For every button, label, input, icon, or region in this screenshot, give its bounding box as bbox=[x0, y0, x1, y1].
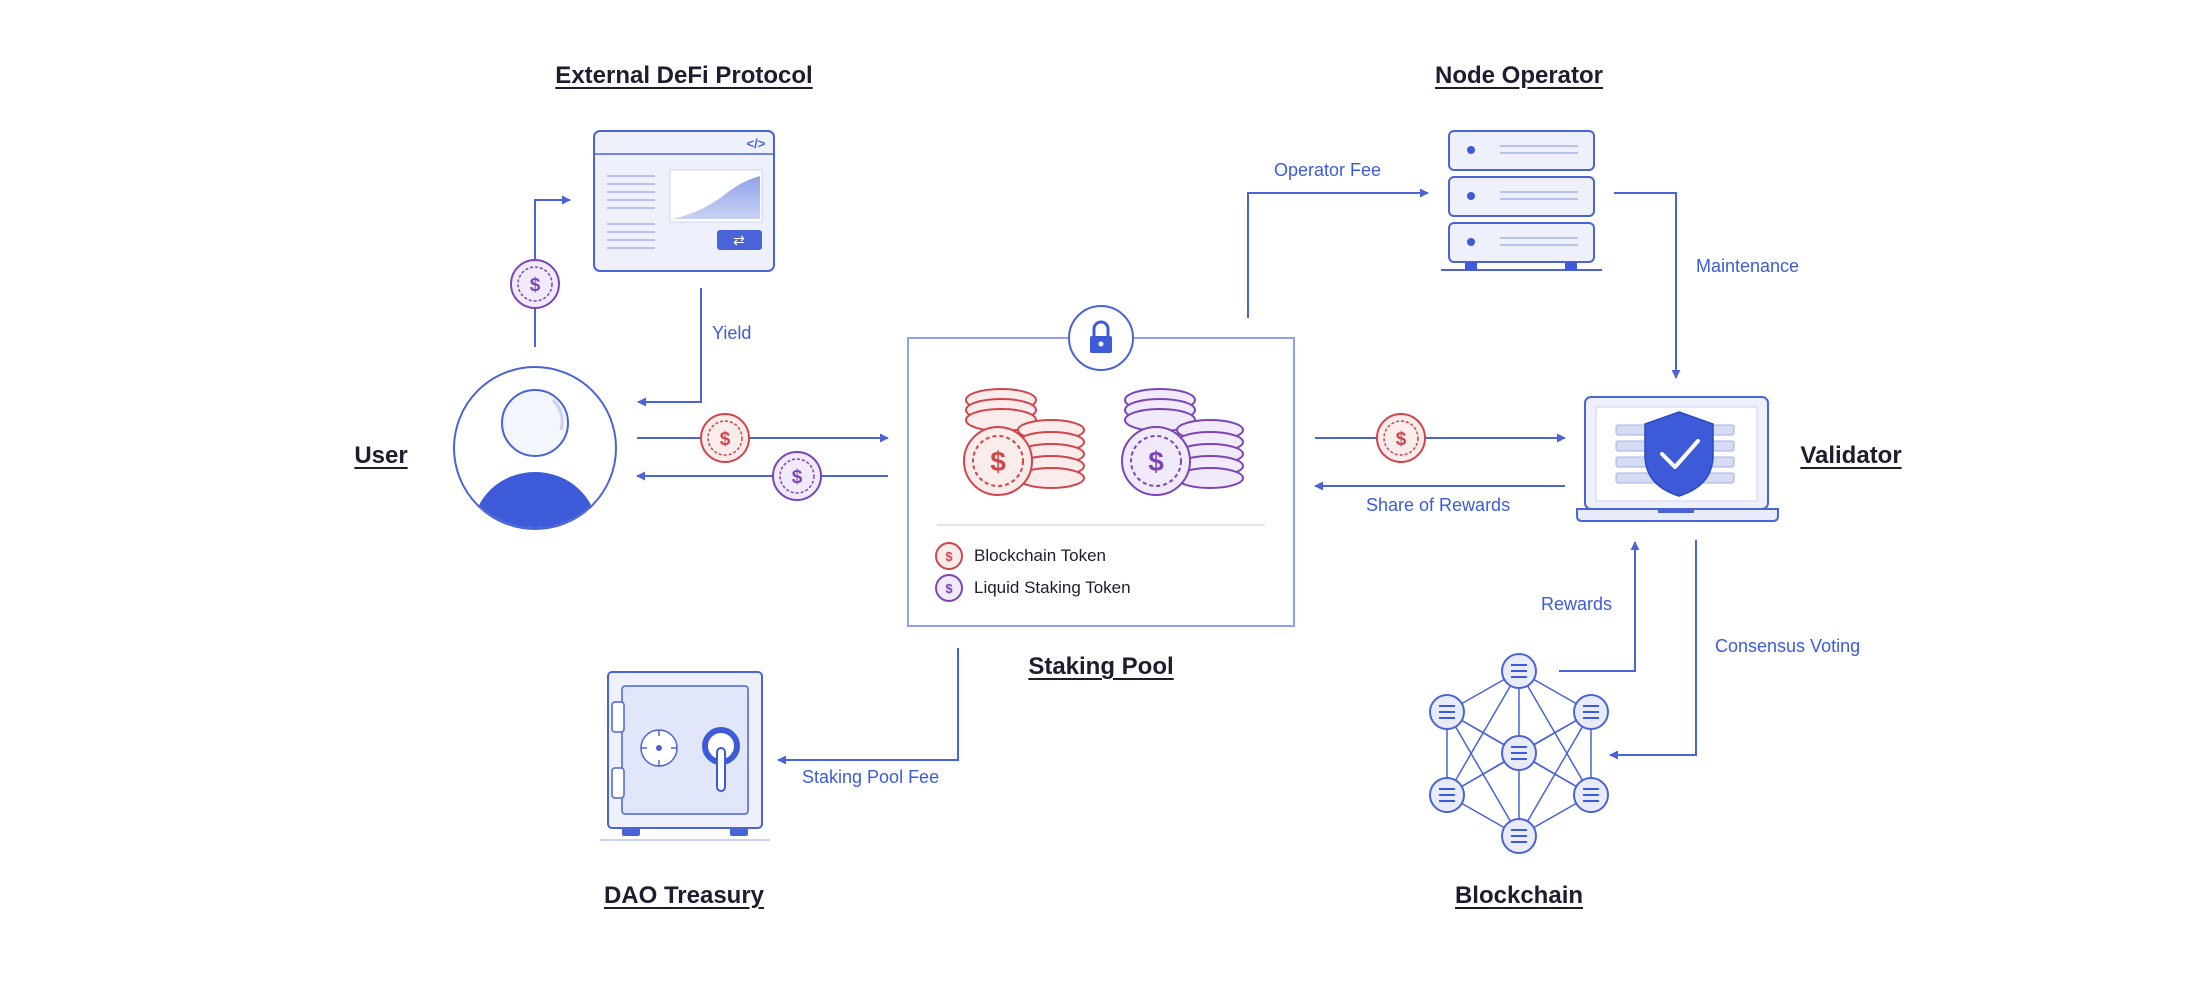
liquid-staking-coin-to-user: $ bbox=[772, 451, 822, 501]
blockchain-token-dollar: $ bbox=[990, 446, 1006, 477]
label-consensus-voting: Consensus Voting bbox=[1715, 636, 1861, 656]
legend-liquid-staking-token-icon: $ bbox=[935, 574, 963, 602]
label-operator-fee: Operator Fee bbox=[1274, 160, 1382, 180]
legend-blockchain-token: Blockchain Token bbox=[974, 546, 1106, 565]
svg-text:$: $ bbox=[792, 467, 803, 488]
arrow-staking-pool-fee bbox=[777, 648, 959, 765]
label-share-of-rewards: Share of Rewards bbox=[1366, 495, 1511, 515]
defi-browser-icon: </> ⇄ bbox=[593, 130, 775, 272]
code-icon: </> bbox=[747, 136, 766, 151]
label-yield: Yield bbox=[712, 323, 752, 343]
label-maintenance: Maintenance bbox=[1696, 256, 1800, 276]
label-staking-pool-fee: Staking Pool Fee bbox=[802, 767, 940, 787]
liquid-staking-token-stack-icon bbox=[1121, 388, 1244, 496]
user-avatar bbox=[453, 366, 617, 530]
svg-text:$: $ bbox=[530, 275, 541, 296]
heading-validator: Validator bbox=[1800, 442, 1902, 469]
label-rewards: Rewards bbox=[1541, 594, 1613, 614]
server-rack-icon bbox=[1441, 130, 1602, 271]
arrow-operator-fee bbox=[1247, 188, 1429, 318]
liquid-staking-token-dollar: $ bbox=[1148, 446, 1164, 477]
arrow-maintenance bbox=[1614, 192, 1681, 379]
swap-icon: ⇄ bbox=[733, 232, 745, 248]
heading-staking-pool: Staking Pool bbox=[1028, 653, 1174, 680]
flow-arrows bbox=[534, 188, 1697, 765]
svg-text:$: $ bbox=[1396, 429, 1407, 450]
svg-text:$: $ bbox=[945, 549, 953, 564]
shield-check-icon bbox=[1644, 411, 1714, 497]
legend-blockchain-token-icon: $ bbox=[935, 542, 963, 570]
blockchain-coin-to-pool: $ bbox=[700, 413, 750, 463]
blockchain-token-stack-icon bbox=[963, 388, 1085, 496]
heading-external-defi-protocol: External DeFi Protocol bbox=[555, 62, 813, 89]
heading-node-operator: Node Operator bbox=[1434, 62, 1604, 89]
blockchain-coin-to-validator: $ bbox=[1376, 413, 1426, 463]
safe-vault-icon bbox=[600, 671, 770, 841]
arrow-consensus-voting bbox=[1609, 540, 1697, 760]
blockchain-network-icon bbox=[1429, 653, 1609, 854]
svg-text:$: $ bbox=[720, 429, 731, 450]
heading-blockchain: Blockchain bbox=[1454, 882, 1584, 909]
svg-text:$: $ bbox=[945, 581, 953, 596]
arrow-yield bbox=[637, 288, 702, 407]
liquid-staking-coin-to-defi: $ bbox=[510, 259, 560, 309]
heading-user: User bbox=[354, 442, 408, 469]
lock-icon bbox=[1068, 305, 1134, 371]
arrow-rewards bbox=[1559, 541, 1640, 672]
heading-dao-treasury: DAO Treasury bbox=[603, 882, 765, 909]
legend-liquid-staking-token: Liquid Staking Token bbox=[974, 578, 1131, 597]
